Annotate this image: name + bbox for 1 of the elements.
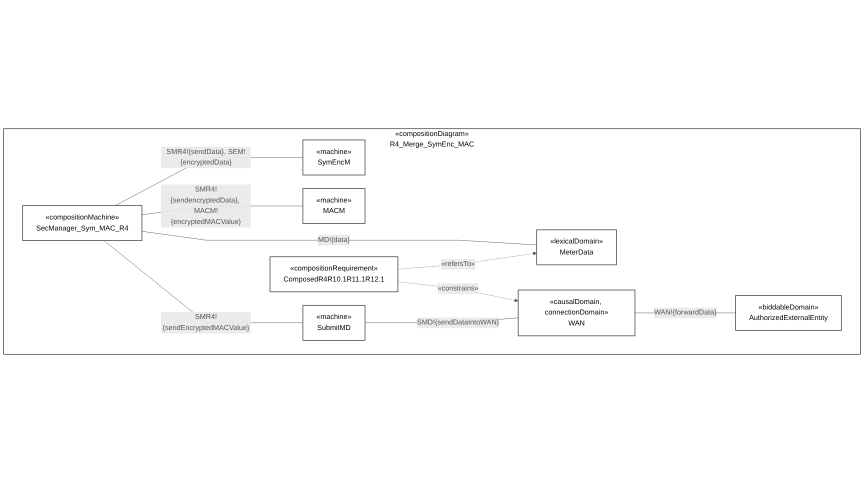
connector	[142, 231, 537, 246]
